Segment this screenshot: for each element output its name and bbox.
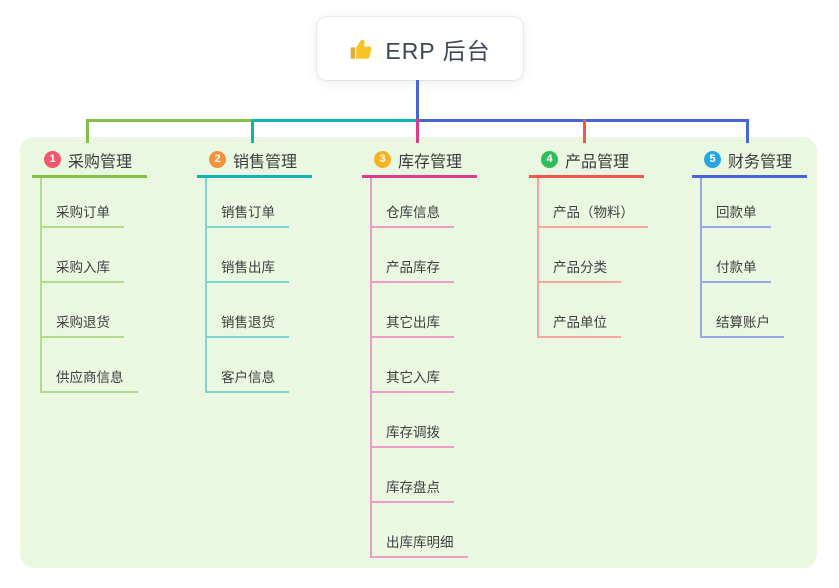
child-node[interactable]: 产品（物料） [537,203,648,228]
connector-line [416,80,419,122]
branch-spine-line [205,178,207,393]
connector-line [416,119,749,122]
child-node[interactable]: 付款单 [700,258,771,283]
child-node[interactable]: 库存调拨 [370,423,454,448]
child-node[interactable]: 回款单 [700,203,771,228]
child-node[interactable]: 采购退货 [40,313,124,338]
priority-badge: 3 [374,151,391,168]
connector-line [416,119,419,143]
branch-spine-line [40,178,42,393]
branch-spine-line [370,178,372,558]
connector-line [251,119,419,122]
child-node[interactable]: 销售退货 [205,313,289,338]
child-node[interactable]: 产品分类 [537,258,621,283]
child-node[interactable]: 库存盘点 [370,478,454,503]
branches-panel [20,137,817,568]
connector-line [583,119,586,143]
child-node[interactable]: 其它出库 [370,313,454,338]
branch-label: 财务管理 [728,153,793,171]
branch-spine-line [537,178,539,338]
child-node[interactable]: 销售出库 [205,258,289,283]
child-node[interactable]: 采购订单 [40,203,124,228]
branch-node-2[interactable]: 2 销售管理 [197,148,312,178]
branch-node-3[interactable]: 3 库存管理 [362,148,477,178]
child-node[interactable]: 仓库信息 [370,203,454,228]
branch-label: 采购管理 [68,153,133,171]
connector-line [86,119,89,143]
connector-line [251,119,254,143]
branch-node-5[interactable]: 5 财务管理 [692,148,807,178]
child-node[interactable]: 销售订单 [205,203,289,228]
branch-label: 销售管理 [233,153,298,171]
child-node[interactable]: 结算账户 [700,313,784,338]
child-node[interactable]: 出库库明细 [370,533,468,558]
branch-label: 库存管理 [398,153,463,171]
priority-badge: 5 [704,151,721,168]
branch-label: 产品管理 [565,153,630,171]
root-node[interactable]: ERP 后台 [317,17,523,80]
branch-node-1[interactable]: 1 采购管理 [32,148,147,178]
thumbs-up-icon [351,39,372,59]
child-node[interactable]: 客户信息 [205,368,289,393]
child-node[interactable]: 采购入库 [40,258,124,283]
child-node[interactable]: 产品库存 [370,258,454,283]
connector-line [746,119,749,143]
child-node[interactable]: 产品单位 [537,313,621,338]
priority-badge: 1 [44,151,61,168]
priority-badge: 4 [541,151,558,168]
branch-spine-line [700,178,702,338]
root-title: ERP 后台 [385,37,491,64]
child-node[interactable]: 供应商信息 [40,368,138,393]
branch-node-4[interactable]: 4 产品管理 [529,148,644,178]
child-node[interactable]: 其它入库 [370,368,454,393]
priority-badge: 2 [209,151,226,168]
connector-line [86,119,254,122]
